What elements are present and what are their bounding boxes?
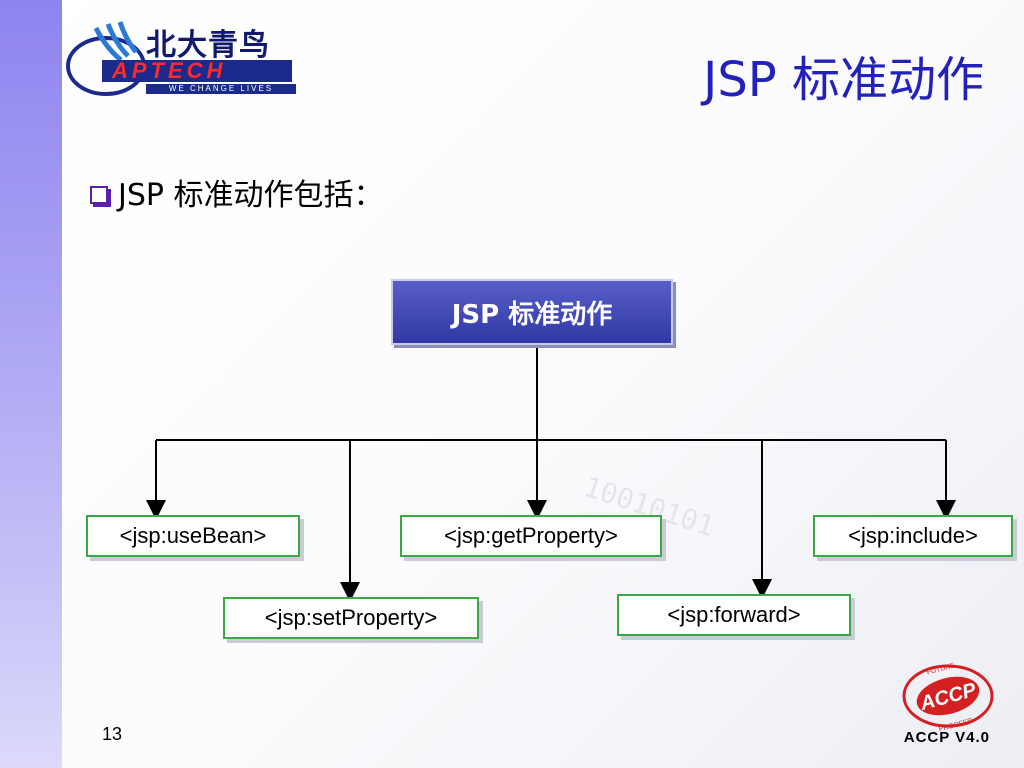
node-getproperty: <jsp:getProperty> <box>400 515 662 557</box>
node-usebean: <jsp:useBean> <box>86 515 300 557</box>
bullet-text: JSP 标准动作包括： <box>118 178 384 213</box>
accp-seal-icon: ACCP FUTURE PROOFED <box>902 662 994 732</box>
version-label: ACCP V4.0 <box>903 729 990 746</box>
slide-title: JSP 标准动作 <box>703 52 984 108</box>
diagram-root-node: JSP 标准动作 <box>391 279 673 345</box>
left-accent-bar <box>0 0 62 768</box>
checkbox-bullet-icon <box>90 186 108 204</box>
node-forward: <jsp:forward> <box>617 594 851 636</box>
svg-text:FUTURE: FUTURE <box>926 662 956 676</box>
logo-english-name: APTECH <box>102 60 292 82</box>
page-number: 13 <box>102 724 123 744</box>
node-include: <jsp:include> <box>813 515 1013 557</box>
aptech-logo: 北大青鸟 APTECH WE CHANGE LIVES <box>66 18 296 100</box>
logo-chinese-name: 北大青鸟 <box>146 28 270 63</box>
bullet-item: JSP 标准动作包括： <box>90 170 384 214</box>
node-setproperty: <jsp:setProperty> <box>223 597 479 639</box>
logo-tagline: WE CHANGE LIVES <box>146 84 296 94</box>
